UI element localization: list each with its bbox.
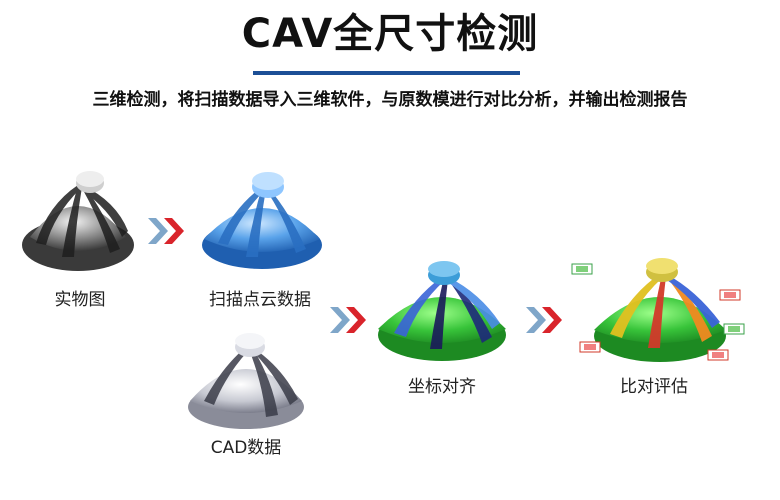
scan-point-cloud-image xyxy=(198,165,326,275)
comparison-image xyxy=(570,250,750,375)
label-compare: 比对评估 xyxy=(620,377,688,397)
title-underline xyxy=(253,71,520,75)
label-align: 坐标对齐 xyxy=(408,377,476,397)
page-subtitle: 三维检测，将扫描数据导入三维软件，与原数模进行对比分析，并输出检测报告 xyxy=(92,90,688,110)
arrow-physical-to-scan-icon xyxy=(148,218,188,248)
label-scan: 扫描点云数据 xyxy=(209,290,311,310)
arrow-align-to-compare-icon xyxy=(526,307,566,337)
page-title: CAV全尺寸检测 xyxy=(241,11,539,57)
physical-part-image xyxy=(18,165,138,280)
arrow-to-align-icon xyxy=(330,307,370,337)
cad-model-image xyxy=(182,325,310,437)
label-cad: CAD数据 xyxy=(210,438,282,458)
alignment-image xyxy=(372,255,512,370)
label-physical: 实物图 xyxy=(54,290,106,310)
